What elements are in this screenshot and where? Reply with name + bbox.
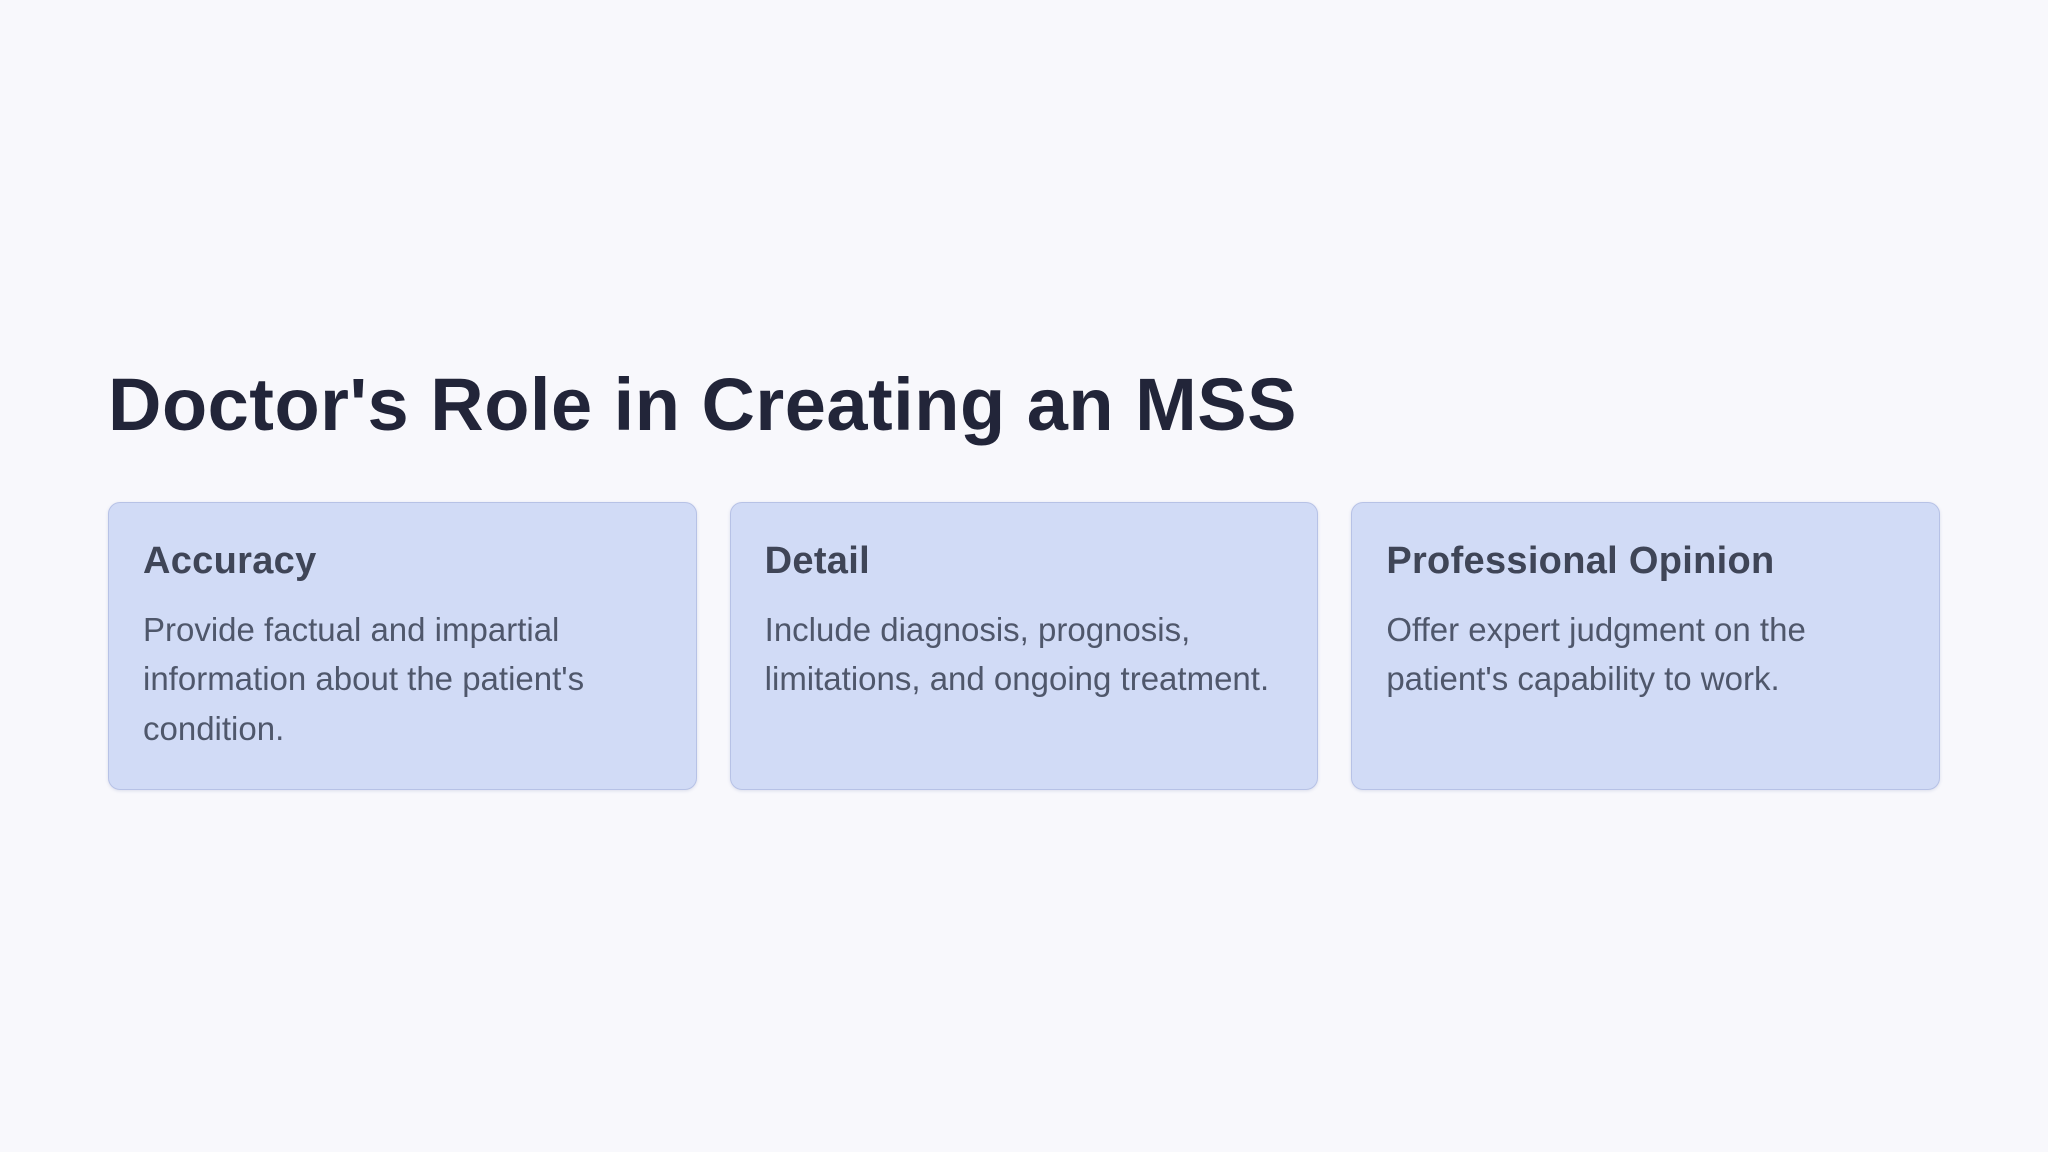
card-body-text: Offer expert judgment on the patient's c… bbox=[1386, 610, 1806, 698]
card-heading: Accuracy bbox=[143, 540, 317, 582]
card-body-text: Provide factual and impartial informatio… bbox=[143, 610, 585, 747]
card-heading: Detail bbox=[764, 540, 870, 582]
card-heading: Professional Opinion bbox=[1386, 540, 1775, 582]
slide-content: Doctor's Role in Creating an MSS Accurac… bbox=[108, 362, 1940, 791]
card-accuracy: Accuracy Provide factual and impartial i… bbox=[108, 502, 697, 791]
card-detail: Detail Include diagnosis, prognosis, lim… bbox=[729, 502, 1319, 791]
card-row: Accuracy Provide factual and impartial i… bbox=[108, 502, 1940, 791]
slide: Doctor's Role in Creating an MSS Accurac… bbox=[0, 362, 2048, 791]
card-professional-opinion: Professional Opinion Offer expert judgme… bbox=[1351, 502, 1940, 791]
card-body-text: Include diagnosis, prognosis, limitation… bbox=[764, 610, 1270, 698]
page-title: Doctor's Role in Creating an MSS bbox=[108, 362, 1297, 446]
